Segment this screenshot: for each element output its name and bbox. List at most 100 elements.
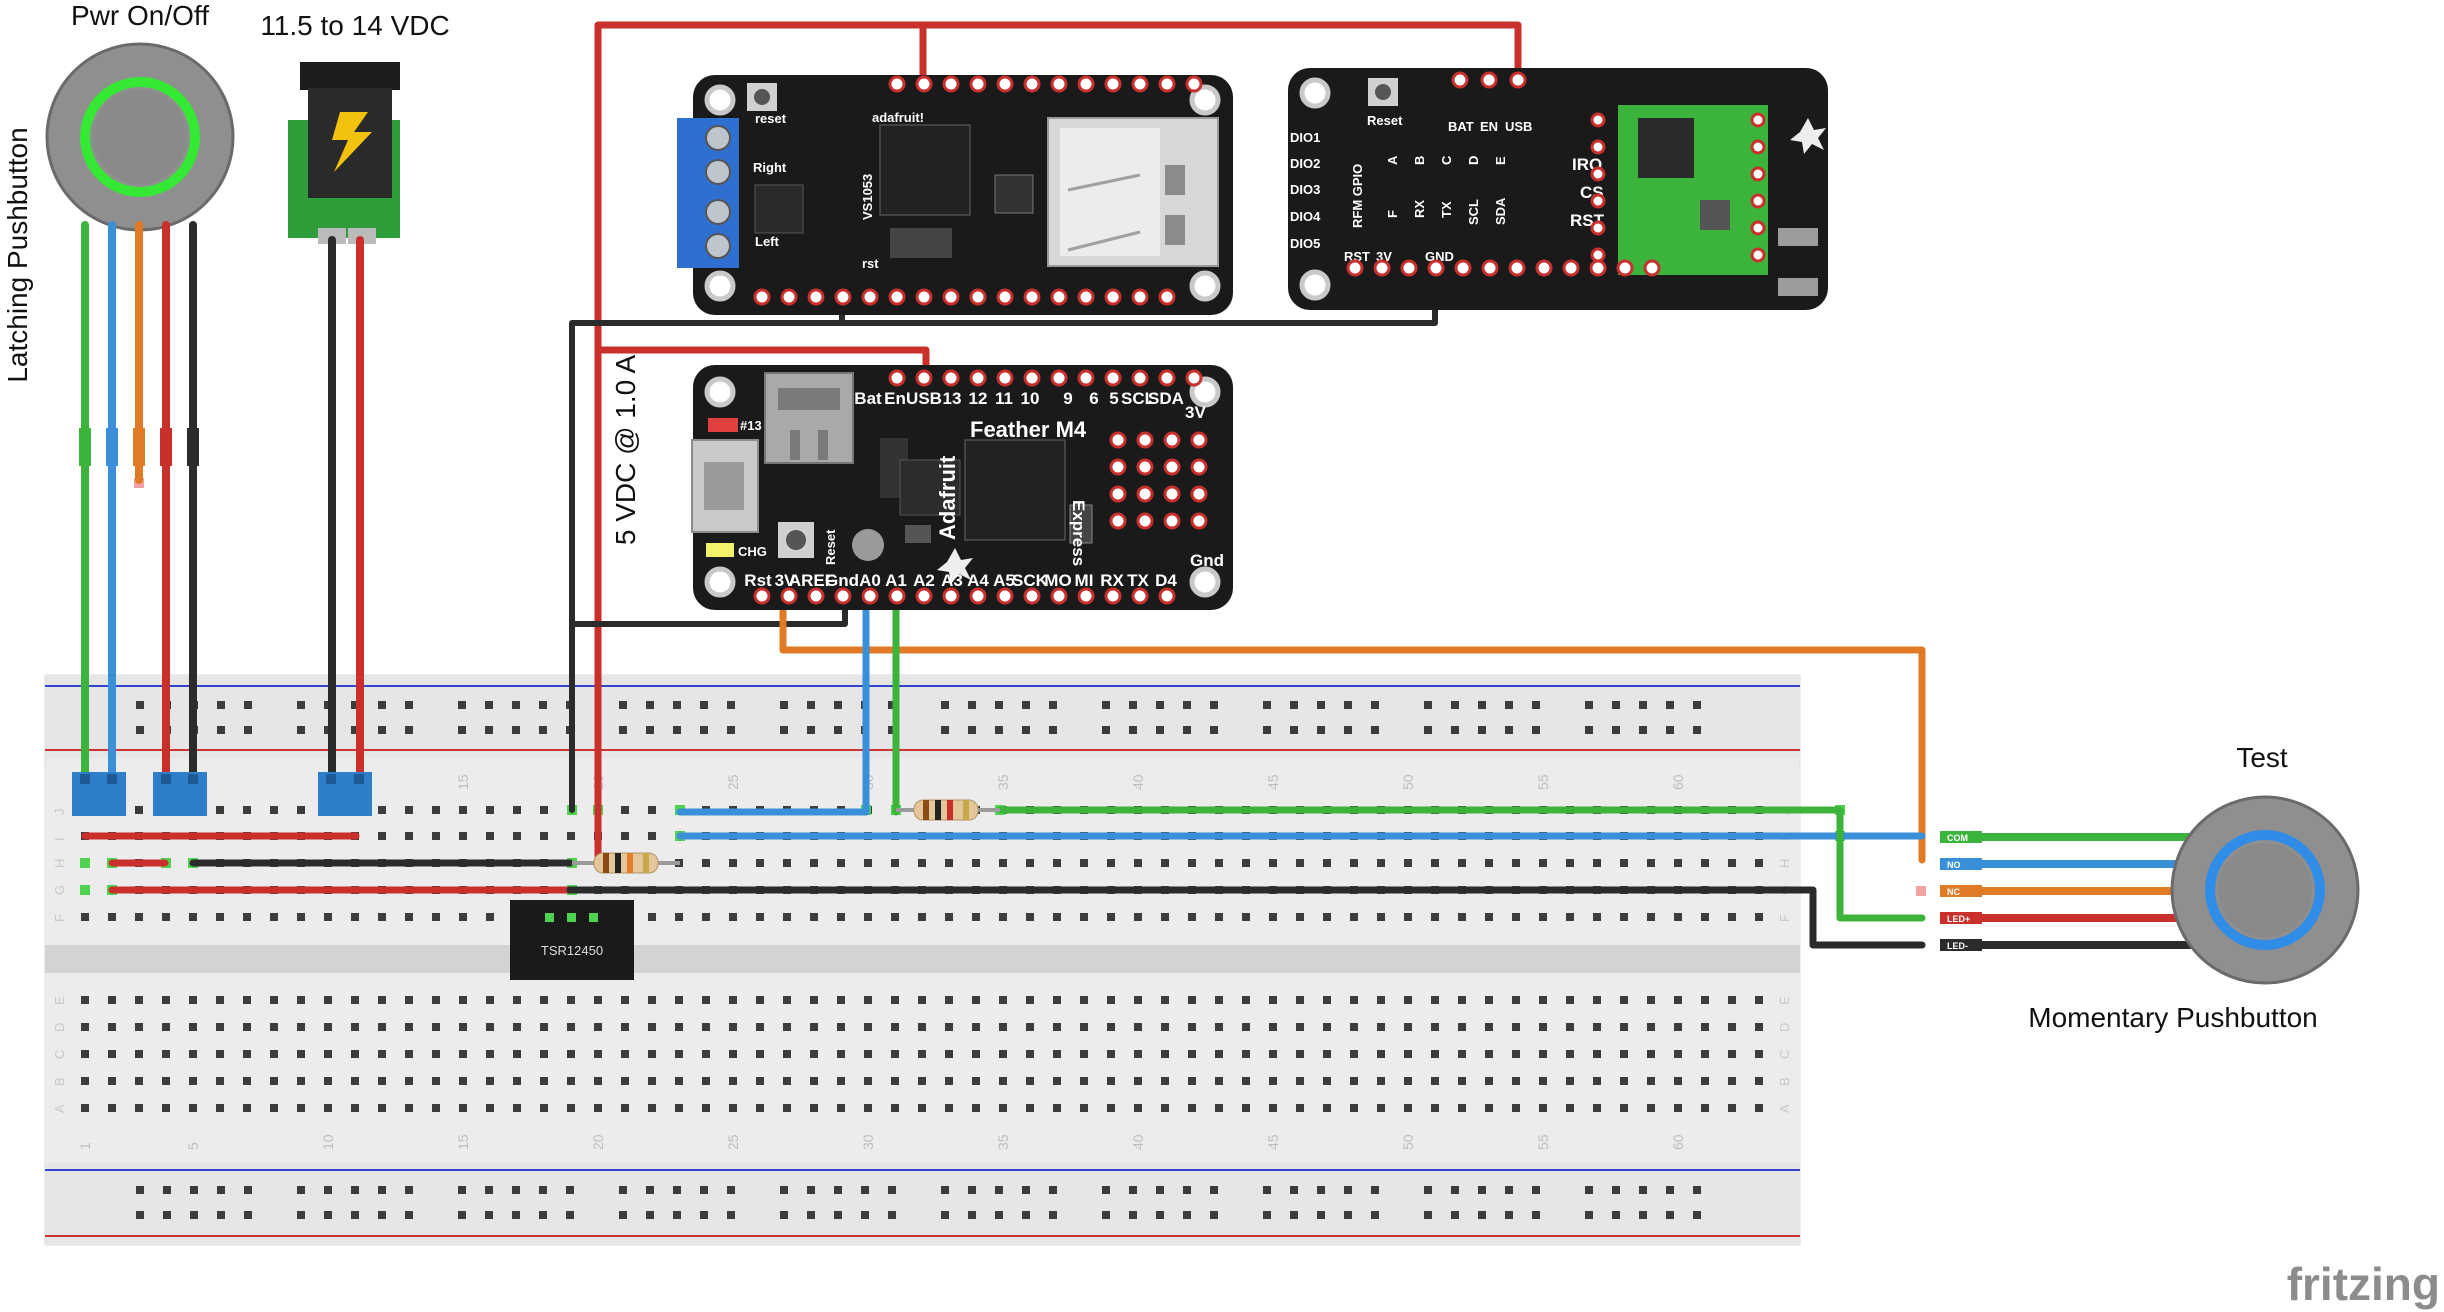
breadboard-hole — [486, 1050, 494, 1058]
rail-hole — [1129, 1211, 1137, 1219]
rail-hole — [1317, 726, 1325, 734]
breadboard-hole — [1134, 996, 1142, 1004]
breadboard-hole — [486, 832, 494, 840]
breadboard-hole — [297, 1104, 305, 1112]
vdc-input-label: 11.5 to 14 VDC — [260, 10, 449, 41]
breadboard-hole — [378, 832, 386, 840]
breadboard-hole — [702, 1104, 710, 1112]
breadboard-hole — [324, 1104, 332, 1112]
breadboard-hole — [1755, 1077, 1763, 1085]
breadboard-hole — [1755, 859, 1763, 867]
breadboard-hole — [81, 1077, 89, 1085]
rail-hole — [807, 701, 815, 709]
breadboard-hole — [1053, 1023, 1061, 1031]
breadboard-hole — [1458, 1023, 1466, 1031]
breadboard-hole — [1323, 1050, 1331, 1058]
header-pin — [1750, 139, 1766, 155]
breadboard-hole — [513, 1023, 521, 1031]
rail-hole — [941, 1211, 949, 1219]
breadboard-row-letter: F — [1777, 914, 1792, 922]
breadboard-hole — [189, 913, 197, 921]
breadboard-hole — [189, 1023, 197, 1031]
breadboard-hole — [1485, 1050, 1493, 1058]
breadboard-hole — [1242, 1050, 1250, 1058]
rail-hole — [619, 726, 627, 734]
header-pin — [1590, 112, 1606, 128]
header-pin — [996, 369, 1014, 387]
rail-hole — [244, 726, 252, 734]
rfm-reset-label: Reset — [1367, 113, 1403, 128]
breadboard-hole — [1512, 1050, 1520, 1058]
breadboard-hole — [297, 1077, 305, 1085]
breadboard-hole — [675, 1104, 683, 1112]
rail-hole — [727, 701, 735, 709]
header-pin — [888, 288, 906, 306]
breadboard-hole — [1728, 996, 1736, 1004]
rail-hole — [834, 726, 842, 734]
breadboard-hole — [621, 996, 629, 1004]
breadboard-hole — [702, 1077, 710, 1085]
breadboard-hole — [432, 1077, 440, 1085]
breadboard-hole — [1701, 1104, 1709, 1112]
breadboard-hole — [432, 996, 440, 1004]
breadboard-hole — [945, 1077, 953, 1085]
header-pin — [1562, 259, 1580, 277]
rail-hole — [539, 726, 547, 734]
feather-top-pin-label: 9 — [1063, 389, 1072, 408]
header-pin — [1050, 369, 1068, 387]
breadboard-hole — [1107, 1077, 1115, 1085]
breadboard-hole — [1620, 1104, 1628, 1112]
rail-hole — [1532, 1211, 1540, 1219]
resistor-led — [572, 852, 680, 874]
rfm-dio1: DIO1 — [1290, 130, 1320, 145]
rail-hole — [1585, 1211, 1593, 1219]
breadboard-hole — [459, 1023, 467, 1031]
rail-hole — [1317, 1186, 1325, 1194]
breadboard-hole — [1593, 1104, 1601, 1112]
header-pin — [1104, 587, 1122, 605]
breadboard-hole — [1485, 996, 1493, 1004]
latching-pushbutton[interactable] — [45, 42, 235, 232]
rail-hole — [1424, 1186, 1432, 1194]
rail-hole — [1156, 701, 1164, 709]
breadboard-hole — [1431, 1050, 1439, 1058]
rail-hole — [1210, 1186, 1218, 1194]
feather-top-pin-label: 10 — [1021, 389, 1040, 408]
breadboard-hole — [1674, 913, 1682, 921]
header-pin — [1050, 587, 1068, 605]
breadboard-hole — [621, 1077, 629, 1085]
music-maker-featherwing: reset Right Left VS1053 adafruit! rst — [677, 75, 1233, 315]
rfm-gpio-title: RFM GPIO — [1350, 164, 1365, 228]
proto-pin — [1109, 485, 1127, 503]
momentary-pushbutton[interactable]: COM NO NC LED+ LED- — [1916, 795, 2360, 985]
rfm-gnd-label: GND — [1425, 249, 1454, 264]
breadboard-hole — [1350, 859, 1358, 867]
breadboard-hole — [1188, 1104, 1196, 1112]
breadboard-hole — [189, 1104, 197, 1112]
rail-hole — [405, 726, 413, 734]
breadboard-hole — [540, 1023, 548, 1031]
header-pin — [753, 587, 771, 605]
rail-hole — [700, 701, 708, 709]
breadboard-hole — [621, 806, 629, 814]
feather-bottom-pin-label: AREF — [789, 571, 835, 590]
breadboard-hole — [1701, 1050, 1709, 1058]
breadboard-hole — [351, 1050, 359, 1058]
header-pin — [1158, 369, 1176, 387]
breadboard-hole — [1539, 1077, 1547, 1085]
breadboard-hole — [864, 1077, 872, 1085]
breadboard-hole — [1674, 1104, 1682, 1112]
rfm-dio5: DIO5 — [1290, 236, 1320, 251]
breadboard-hole — [432, 1023, 440, 1031]
breadboard-col-number: 35 — [995, 1134, 1011, 1150]
breadboard-hole — [324, 913, 332, 921]
rail-hole — [1585, 726, 1593, 734]
breadboard-hole — [675, 996, 683, 1004]
breadboard-hole — [1647, 1023, 1655, 1031]
rail-hole — [1129, 701, 1137, 709]
feather-m4-express: #13 CHG Reset Feather M4 Express Adafrui… — [691, 365, 1233, 610]
breadboard-hole — [864, 1050, 872, 1058]
breadboard-hole — [972, 1023, 980, 1031]
header-pin — [942, 587, 960, 605]
breadboard-hole — [1080, 1023, 1088, 1031]
